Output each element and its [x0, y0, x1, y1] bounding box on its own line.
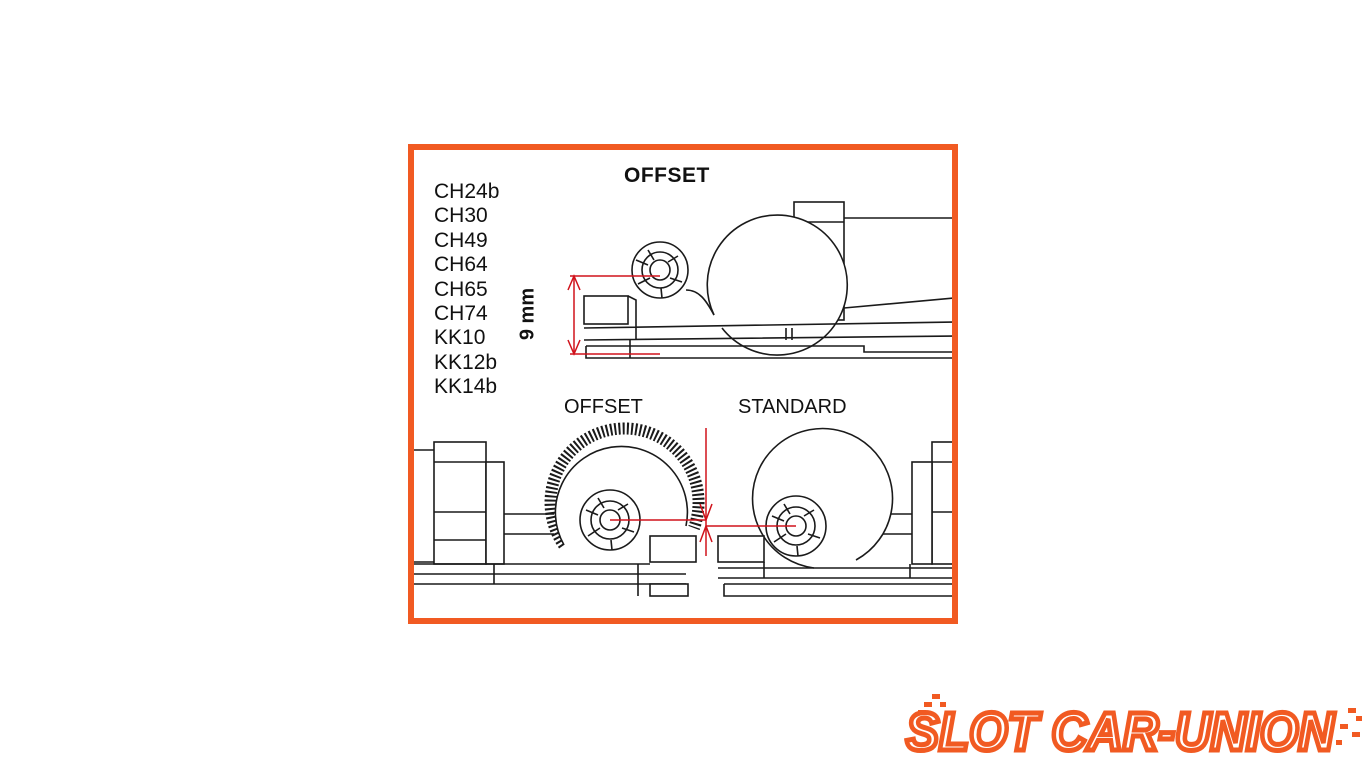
reference-code: CH74 [434, 302, 488, 326]
dimension-label: 9 mm [516, 287, 539, 341]
chassis-line-drawing [414, 201, 952, 597]
reference-code: CH30 [434, 204, 488, 228]
reference-code: KK12b [434, 350, 498, 374]
reference-code: CH49 [434, 228, 488, 252]
dimension-lines [567, 274, 796, 556]
slot-car-union-logo: SLOT CAR-UNION [904, 694, 1362, 758]
reference-code: KK14b [434, 375, 498, 399]
reference-code: CH65 [434, 277, 488, 301]
bottom-offset-assembly [414, 422, 705, 597]
top-offset-assembly [583, 201, 952, 359]
top-offset-title: OFFSET [624, 164, 710, 187]
offset-label: OFFSET [564, 396, 643, 418]
reference-code: CH64 [434, 253, 488, 277]
standard-label: STANDARD [738, 396, 847, 418]
logo-wordmark: SLOT CAR-UNION [906, 702, 1335, 758]
diagram-frame: CH24b CH30 CH49 CH64 CH65 CH74 KK10 KK12… [408, 144, 958, 624]
bottom-standard-assembly [717, 427, 952, 597]
reference-code-list: CH24b CH30 CH49 CH64 CH65 CH74 KK10 KK12… [434, 180, 499, 400]
reference-code: KK10 [434, 326, 486, 350]
logo-speed-marks [918, 694, 1362, 745]
reference-code: CH24b [434, 180, 500, 203]
